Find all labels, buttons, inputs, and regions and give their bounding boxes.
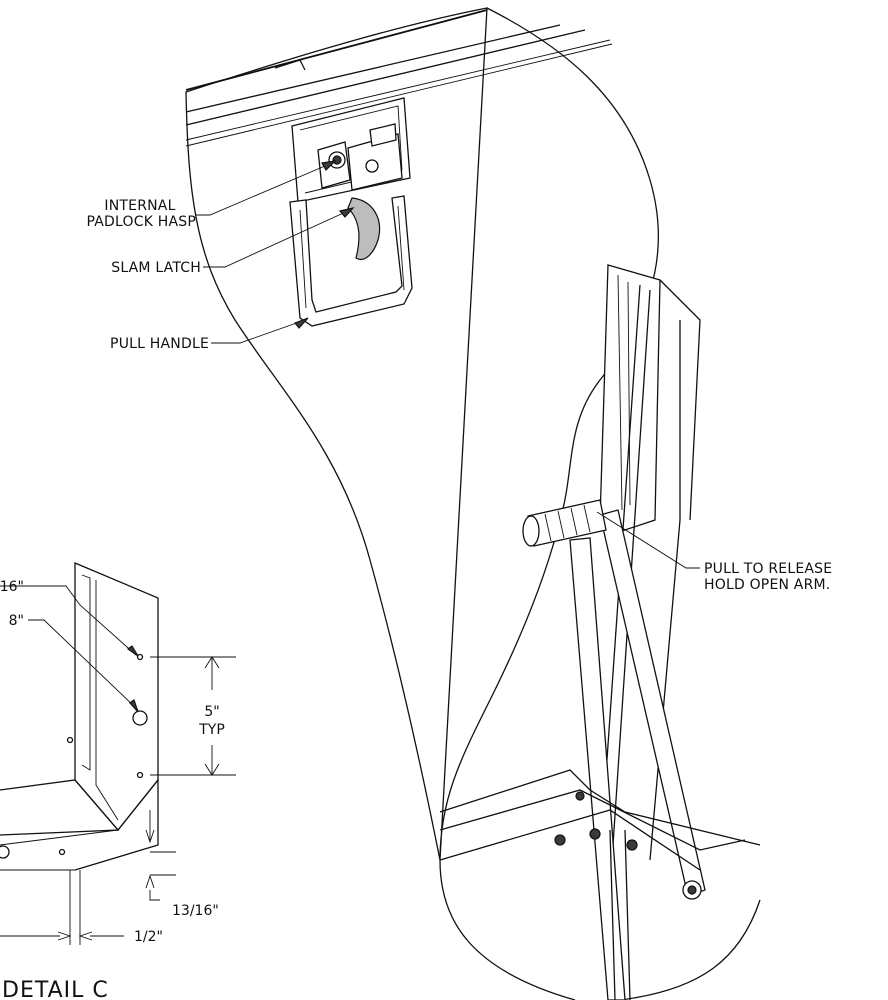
slam-latch-tongue bbox=[347, 197, 381, 261]
hole-small-lower bbox=[136, 771, 144, 779]
callout-pull-handle: PULL HANDLE bbox=[110, 336, 209, 352]
dim-spacing-note: TYP bbox=[198, 722, 225, 738]
callout-internal-padlock-hasp-line1: INTERNAL bbox=[104, 198, 175, 214]
hole-large bbox=[132, 710, 148, 726]
dim-end-offset: 1/2" bbox=[134, 929, 163, 945]
callout-pull-to-release-line1: PULL TO RELEASE bbox=[704, 561, 832, 577]
callout-pull-to-release-line2: HOLD OPEN ARM. bbox=[704, 577, 830, 593]
hold-open-arm bbox=[522, 499, 706, 1000]
hole-small-upper bbox=[136, 653, 144, 661]
top-frame-rail bbox=[185, 9, 613, 147]
callout-internal-padlock-hasp-line2: PADLOCK HASP bbox=[87, 214, 196, 230]
detail-c-view bbox=[0, 562, 159, 871]
dim-spacing-value: 5" bbox=[204, 704, 219, 720]
latch-assembly bbox=[289, 97, 413, 327]
detail-boundary-outline bbox=[185, 7, 761, 1000]
bottom-frame bbox=[439, 769, 761, 1000]
dim-hole-small-label: 16" bbox=[0, 579, 24, 595]
detail-title: DETAIL C bbox=[2, 978, 109, 1000]
release-knob bbox=[527, 499, 607, 547]
dim-edge-offset: 13/16" bbox=[172, 903, 219, 919]
detail-dimensions bbox=[0, 585, 236, 945]
callout-leaders bbox=[196, 160, 700, 569]
callout-slam-latch: SLAM LATCH bbox=[111, 260, 201, 276]
dim-hole-large-label: 8" bbox=[9, 613, 24, 629]
pull-handle bbox=[289, 195, 413, 327]
